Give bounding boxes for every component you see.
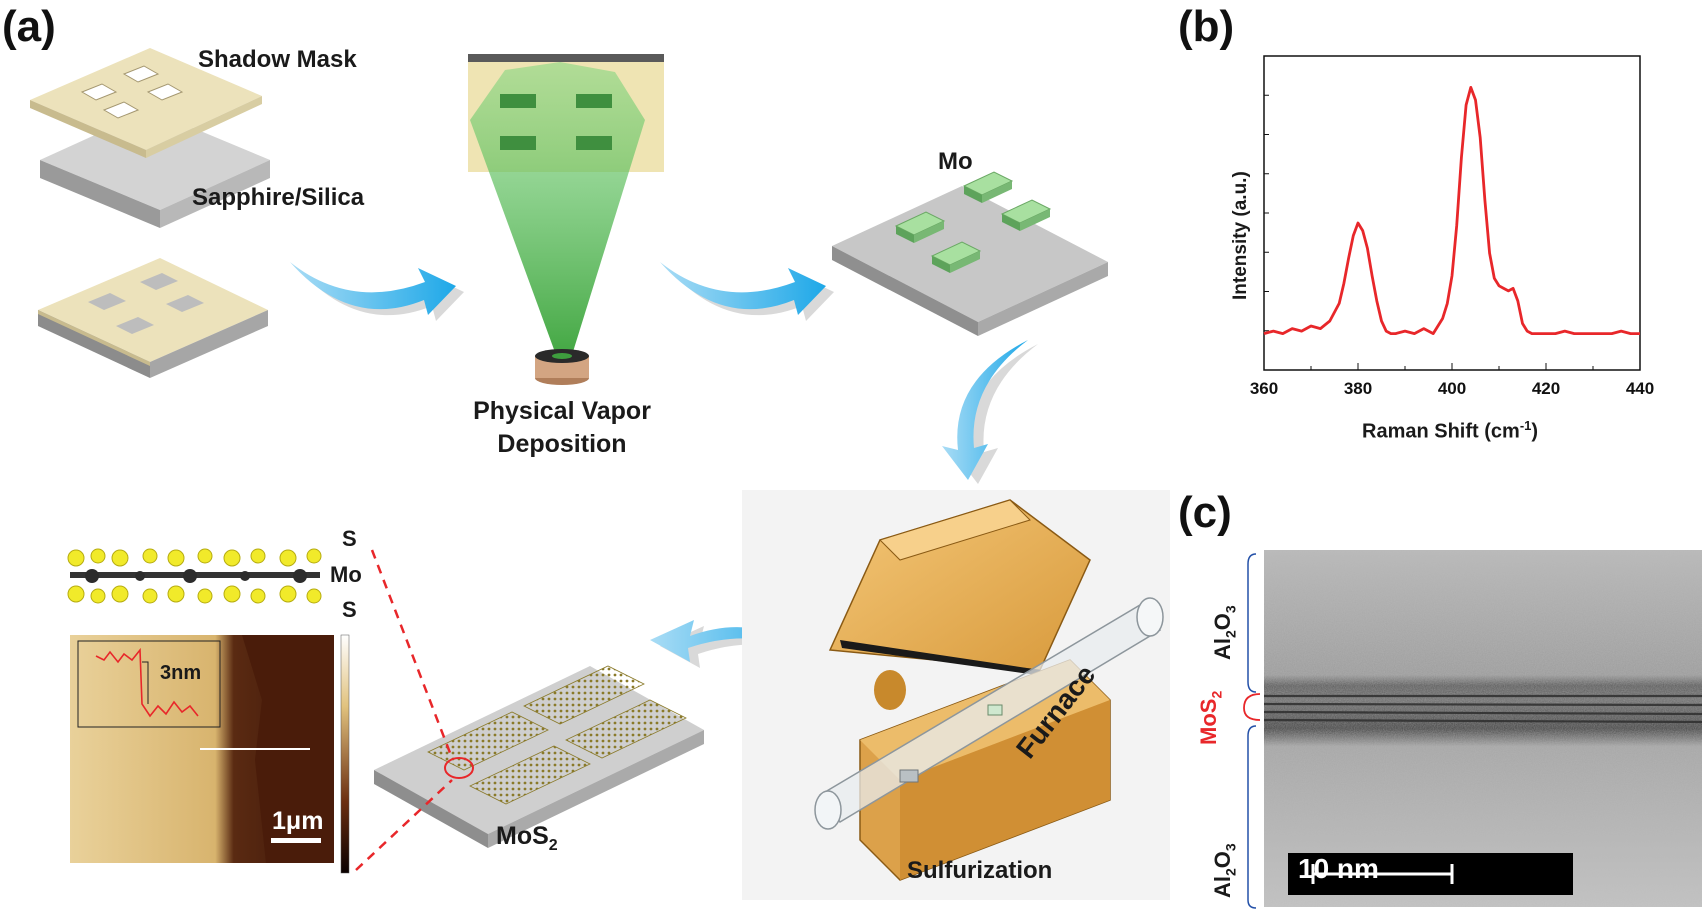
tem-al2o3-top-sub2: 3 xyxy=(1222,605,1239,614)
x-tick-label: 400 xyxy=(1438,379,1466,398)
x-tick-label: 360 xyxy=(1250,379,1278,398)
raman-xlabel-main: Raman Shift (cm xyxy=(1362,420,1520,443)
tem-al2o3-bot-sub2: 3 xyxy=(1222,843,1239,852)
x-tick-label: 440 xyxy=(1626,379,1654,398)
fabrication-diagram xyxy=(30,48,1170,900)
mo-substrate xyxy=(832,171,1108,336)
tem-mos2-main: MoS xyxy=(1196,698,1221,745)
tem-al2o3-top-al: Al xyxy=(1210,638,1235,660)
afm-scale-label: 1μm xyxy=(272,807,324,835)
process-arrow-2 xyxy=(660,262,834,321)
substrate-label: Sapphire/Silica xyxy=(192,184,365,211)
shadow-mask xyxy=(30,48,262,158)
afm-step-label: 3nm xyxy=(160,662,202,684)
pvd-label-line1: Physical Vapor xyxy=(473,397,651,425)
tem-mos2-sub: 2 xyxy=(1208,690,1225,699)
zoom-line-top xyxy=(370,549,454,759)
raman-xlabel-close: ) xyxy=(1531,420,1539,443)
mo-label: Mo xyxy=(938,148,973,175)
mos2-label-main: MoS xyxy=(496,822,549,850)
sulfurization-label: Sulfurization xyxy=(907,857,1053,884)
pvd-label-line2: Deposition xyxy=(497,430,627,458)
mos2-label: MoS2 xyxy=(496,822,558,855)
layer-mo-label: Mo xyxy=(330,562,362,587)
masked-substrate xyxy=(38,258,268,378)
panel-c-letter: (c) xyxy=(1178,488,1232,537)
zoom-line-bottom xyxy=(355,779,453,871)
tem-al2o3-top-label: Al2O3 xyxy=(1210,605,1238,660)
mos2-molecular-model xyxy=(67,548,322,604)
tem-al2o3-top-o: O xyxy=(1210,613,1235,631)
process-arrow-3 xyxy=(942,340,1038,484)
raman-xlabel: Raman Shift (cm-1) xyxy=(1362,418,1538,444)
x-tick-label: 420 xyxy=(1532,379,1560,398)
mos2-substrate xyxy=(374,665,704,848)
tem-al2o3-bot-sub1: 2 xyxy=(1222,868,1239,876)
raman-xlabel-sup: -1 xyxy=(1519,418,1532,433)
panel-a-letter: (a) xyxy=(2,2,56,51)
panel-b-letter: (b) xyxy=(1178,2,1235,51)
tem-image xyxy=(1243,550,1703,909)
x-tick-label: 380 xyxy=(1344,379,1372,398)
pvd-setup xyxy=(468,54,664,385)
tem-mos2-label: MoS2 xyxy=(1196,691,1224,745)
process-arrow-1 xyxy=(290,262,464,321)
mos2-label-sub: 2 xyxy=(548,837,558,854)
shadow-mask-label: Shadow Mask xyxy=(198,46,357,73)
tem-al2o3-bottom-label: Al2O3 xyxy=(1210,843,1238,898)
raman-series-line-0 xyxy=(1263,86,1640,336)
plot-frame xyxy=(1263,55,1641,371)
layer-s-top-label: S xyxy=(342,526,357,551)
raman-ylabel: Intensity (a.u.) xyxy=(1230,171,1251,300)
layer-s-bottom-label: S xyxy=(342,597,357,622)
tem-al2o3-bot-o: O xyxy=(1210,851,1235,869)
raman-chart: 360 380 400 420 440 xyxy=(1250,55,1654,398)
furnace xyxy=(814,499,1164,881)
tem-al2o3-top-sub1: 2 xyxy=(1222,630,1239,638)
tem-scale-label: 10 nm xyxy=(1298,853,1379,884)
afm-image xyxy=(70,634,350,874)
tem-al2o3-bot-al: Al xyxy=(1210,876,1235,898)
